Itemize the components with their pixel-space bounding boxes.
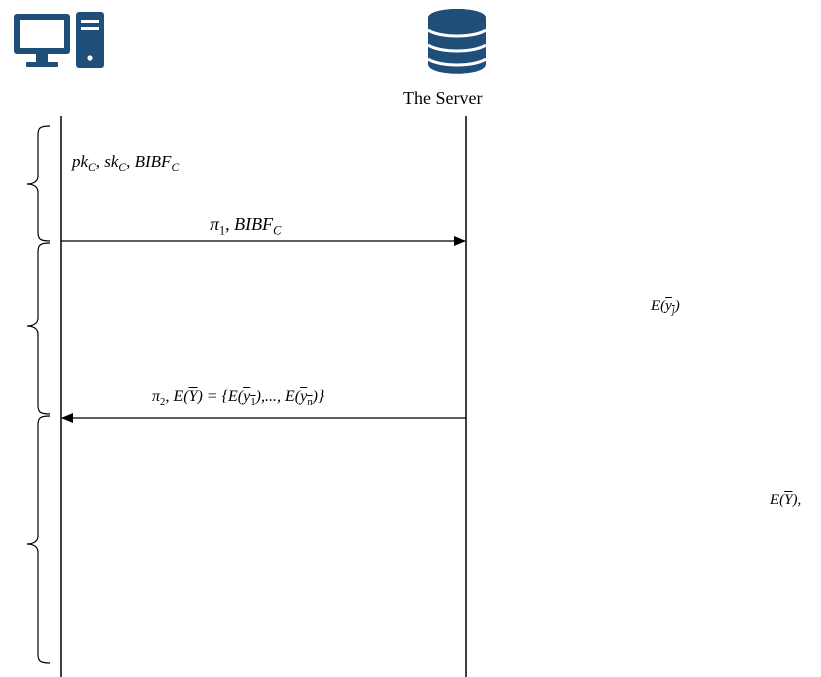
pi-symbol: π	[152, 388, 161, 405]
bibf-symbol: BIBF	[234, 214, 274, 234]
bibf-symbol: BIBF	[134, 152, 172, 171]
separator: ,	[95, 152, 105, 171]
server-encrypted-element: E(yj)	[651, 298, 680, 317]
e-open: E(	[651, 298, 666, 314]
y-n-bar: yn	[300, 388, 313, 408]
e-close: ),	[792, 492, 802, 508]
bibf-subscript: C	[273, 223, 282, 238]
message-1-label: π1, BIBFC	[210, 214, 281, 238]
phase-brace-1	[26, 125, 51, 242]
pi-subscript: 2	[160, 395, 166, 408]
y-j-bar: yj	[665, 298, 675, 317]
sk-symbol: sk	[104, 152, 119, 171]
set-mid: ),..., E(	[255, 388, 301, 405]
y-cap-bar: Y	[188, 388, 198, 405]
pk-symbol: pk	[72, 152, 89, 171]
sk-subscript: C	[118, 161, 127, 175]
e-close: )	[197, 388, 203, 405]
message-2-label: π2, E(Y) = {E(y1),..., E(yn)}	[152, 388, 324, 408]
e-open: E(	[770, 492, 785, 508]
pi-subscript: 1	[219, 223, 226, 238]
separator: ,	[126, 152, 135, 171]
client-keys-label: pkC, skC, BIBFC	[72, 152, 179, 174]
server-encrypted-set: E(Y),	[770, 492, 801, 509]
pk-subscript: C	[88, 161, 96, 175]
y-cap-bar: Y	[784, 492, 793, 508]
separator: ,	[225, 214, 235, 234]
phase-brace-2	[26, 242, 51, 415]
set-close: )}	[312, 388, 325, 405]
separator: ,	[165, 388, 174, 405]
set-open: = {E(	[202, 388, 244, 405]
pi-symbol: π	[210, 214, 220, 234]
e-close: )	[674, 298, 680, 314]
phase-brace-3	[26, 415, 51, 664]
y-1-bar: y1	[243, 388, 256, 408]
server-label: The Server	[403, 88, 483, 108]
e-open: E(	[173, 388, 189, 405]
computer-icon	[14, 12, 104, 68]
bibf-subscript: C	[171, 161, 180, 175]
database-icon	[427, 9, 487, 74]
